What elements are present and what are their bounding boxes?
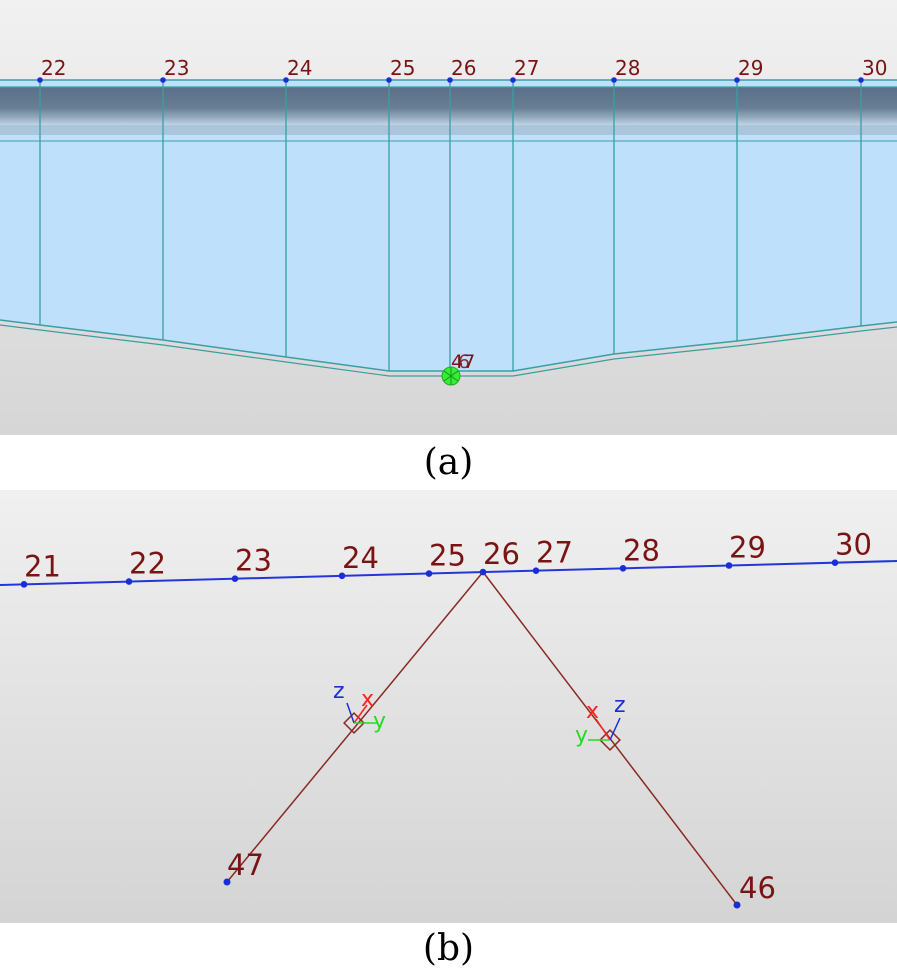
panel-a-deck-view: 22 23 24 25 26 27 28 29 30 47 6 <box>0 0 897 435</box>
beam-node-label-22: 22 <box>129 547 166 581</box>
deck-node-label-24: 24 <box>287 56 312 80</box>
beam-node-28 <box>619 565 627 572</box>
support-label: 47 <box>451 351 475 373</box>
beam-node-26 <box>479 568 487 576</box>
beam-node-label-25: 25 <box>429 539 466 573</box>
deck-node-label-22: 22 <box>41 56 66 80</box>
local-axes-right-icon: x z y <box>575 693 626 751</box>
strut-end-node-47 <box>223 878 231 886</box>
caption-b: (b) <box>422 928 475 969</box>
deck-node-24 <box>283 77 289 83</box>
deck-node-23 <box>160 77 166 83</box>
deck-nodes: 22 23 24 25 26 27 28 29 30 <box>37 56 887 83</box>
axis-label-x-left: x <box>361 687 374 712</box>
beam-node-21 <box>20 581 28 588</box>
deck-node-27 <box>510 77 516 83</box>
panel-b-background <box>0 490 897 923</box>
beam-node-label-26: 26 <box>483 537 520 571</box>
beam-node-label-28: 28 <box>623 533 660 567</box>
deck-node-label-26: 26 <box>451 56 476 80</box>
deck-node-26 <box>447 77 453 83</box>
axis-label-z-right: z <box>614 693 626 718</box>
deck-body <box>0 80 897 371</box>
beam-node-27 <box>532 567 540 574</box>
beam-node-label-27: 27 <box>536 536 573 570</box>
deck-vertical-lines <box>39 80 862 371</box>
deck-band-shadow <box>0 125 897 135</box>
panel-b-strut-view: 21 22 23 24 25 26 27 28 29 30 47 46 z x y x z y <box>0 490 897 923</box>
strut-end-node-46 <box>733 901 741 909</box>
beam-node-25 <box>425 570 433 577</box>
beam-node-29 <box>725 562 733 569</box>
deck-node-label-27: 27 <box>514 56 539 80</box>
deck-node-label-28: 28 <box>615 56 640 80</box>
strut-left <box>226 571 484 883</box>
deck-node-label-29: 29 <box>738 56 763 80</box>
deck-node-25 <box>386 77 392 83</box>
deck-dark-band <box>0 87 897 125</box>
beam-node-22 <box>125 578 133 585</box>
deck-node-22 <box>37 77 43 83</box>
deck-node-label-30: 30 <box>862 56 887 80</box>
deck-node-label-25: 25 <box>390 56 415 80</box>
beam-nodes: 21 22 23 24 25 26 27 28 29 30 <box>20 528 872 588</box>
beam-node-label-30: 30 <box>835 528 872 562</box>
beam-line <box>0 560 897 586</box>
deck-node-29 <box>734 77 740 83</box>
deck-node-30 <box>858 77 864 83</box>
local-axes-left-icon: z x y <box>333 679 386 734</box>
beam-node-label-24: 24 <box>342 541 379 575</box>
beam-node-label-29: 29 <box>729 530 766 564</box>
deck-node-28 <box>611 77 617 83</box>
caption-a: (a) <box>423 442 474 483</box>
support-label-overlap: 6 <box>458 351 470 373</box>
axis-label-y-left: y <box>373 709 386 734</box>
beam-node-30 <box>831 559 839 566</box>
strut-end-label-47: 47 <box>227 848 264 882</box>
axis-label-z-left: z <box>333 679 345 704</box>
axis-label-x-right: x <box>586 699 599 724</box>
axis-label-y-right: y <box>575 723 588 748</box>
beam-node-24 <box>338 572 346 580</box>
beam-node-label-23: 23 <box>235 544 272 578</box>
support-marker-hatch-icon <box>443 367 459 385</box>
strut-end-label-46: 46 <box>739 871 776 905</box>
beam-node-23 <box>231 575 239 583</box>
deck-node-label-23: 23 <box>164 56 189 80</box>
beam-node-label-21: 21 <box>24 549 61 583</box>
